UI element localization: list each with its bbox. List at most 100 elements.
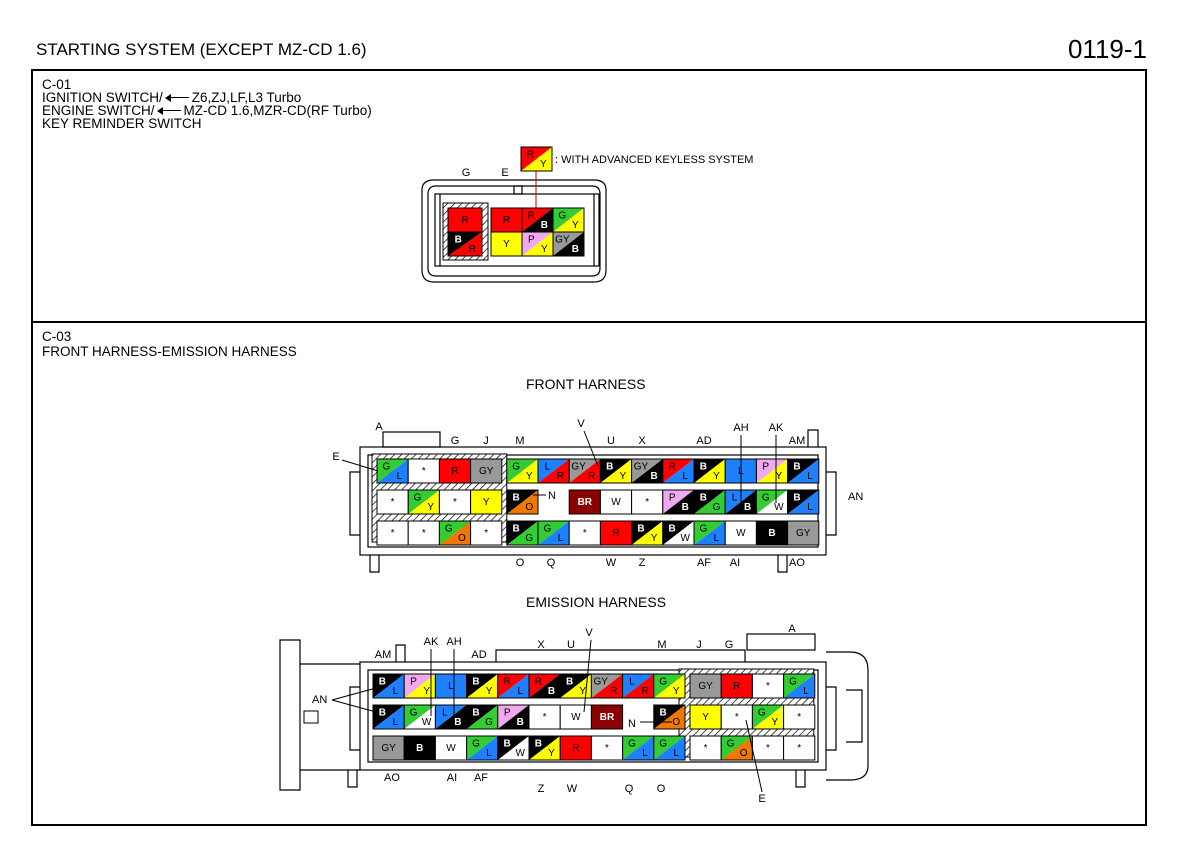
pin-label: U [607,435,615,447]
pin-label: E [332,451,339,463]
wire-color-label: Y [620,471,627,482]
pin-label: Z [639,557,646,569]
wire-color-label: Y [772,717,779,728]
pin-label: A [788,623,796,635]
pin-label: AM [375,649,392,661]
wire-color-label: L [673,748,679,759]
wire-color-label: B [650,471,657,482]
pin-label: AF [697,557,711,569]
wire-color-label: W [422,717,432,728]
terminal-cell: PY [521,231,554,257]
wire-color-label: L [682,471,688,482]
pin-label: V [577,418,585,430]
wire-color-label: Y [579,686,586,697]
wire-color-label: B [566,676,573,687]
wire-color-label: B [416,743,423,754]
wire-color-label: W [446,743,456,754]
wire-color-label: B [454,717,461,728]
pin-label: Z [538,783,545,795]
wire-color-label: * [605,743,609,754]
terminal-cell: * [438,489,472,515]
wire-color-label: G [699,523,707,534]
leader-line [331,687,377,701]
wire-color-label: B [541,220,548,231]
wire-color-label: L [486,748,492,759]
wire-color-label: R [612,528,619,539]
terminal-cell: BR [568,489,601,515]
terminal-cell: Y [470,489,503,515]
wire-color-label: G [485,717,493,728]
wire-color-label: GY [479,466,494,477]
wire-color-label: GY [381,743,396,754]
wire-color-label: B [504,738,511,749]
wire-color-label: * [484,528,488,539]
wire-color-label: B [660,707,667,718]
pin-label: X [638,435,646,447]
c01-line-ignition: IGNITION SWITCH/Z6,ZJ,LF,L3 Turbo [42,90,302,105]
wire-color-label: B [793,492,800,503]
pin-label: AI [447,772,457,784]
wire-color-label: R [469,244,476,255]
terminal-cell: R [438,458,472,484]
wire-color-label: * [391,497,395,508]
terminal-cell: GL [693,520,726,546]
keyless-note: : WITH ADVANCED KEYLESS SYSTEM [555,154,754,166]
wire-color-label: R [557,471,564,482]
terminal-cell: BL [787,458,820,484]
terminal-cell: * [568,520,601,546]
wire-color-label: G [762,492,770,503]
wire-color-label: L [629,676,635,687]
pin-label: AM [789,435,806,447]
wire-color-label: Y [673,686,680,697]
wire-color-label: B [700,492,707,503]
terminal-cell: LB [434,704,468,730]
pin-label: W [606,557,617,569]
wire-color-label: R [588,471,595,482]
wire-color-label: B [517,717,524,728]
leader-line [583,639,592,713]
terminal-cell: GYB [631,458,664,484]
wire-color-label: W [571,712,581,723]
emission-harness-heading: EMISSION HARNESS [526,594,667,610]
wire-color-label: * [391,528,395,539]
terminal-cell: BG [693,489,726,515]
terminal-cell: * [470,520,503,546]
wire-color-label: * [422,528,426,539]
pin-label: AI [730,557,740,569]
terminal-cell: GY [751,704,785,730]
terminal-cell: GYR [590,673,624,699]
c01-ignition-engines: Z6,ZJ,LF,L3 Turbo [191,90,302,105]
terminal-cell: Y [490,231,523,257]
wire-color-label: G [543,523,551,534]
wire-color-label: Y [486,686,493,697]
wire-color-label: * [766,743,770,754]
pin-label: AH [733,422,748,434]
wire-color-label: G [789,676,797,687]
terminal-cell: BY [631,520,664,546]
pin-label: AN [848,491,863,503]
terminal-cell: PY [755,458,789,484]
c01-engine-name: ENGINE SWITCH/ [42,103,155,118]
wire-color-label: P [410,676,417,687]
wire-color-label: B [472,707,479,718]
page-code: 0119-1 [1067,34,1147,64]
terminal-cell: W [434,735,468,761]
wire-color-label: Y [427,502,434,513]
wire-color-label: G [472,738,480,749]
pin-label: G [462,167,471,179]
c01-engine-engines: MZ-CD 1.6,MZR-CD(RF Turbo) [183,103,372,118]
pin-label: AH [446,636,461,648]
pin-label: X [537,639,545,651]
terminal-cell: BY [466,673,499,699]
wire-color-label: R [733,681,740,692]
wire-color-label: Y [713,471,720,482]
wire-color-label: B [472,676,479,687]
wire-color-label: L [714,533,720,544]
terminal-cell: GL [466,735,499,761]
wire-color-label: GY [698,681,713,692]
wire-color-label: P [528,234,535,245]
wire-color-label: BR [578,497,593,508]
wire-color-label: Y [572,220,579,231]
leader-line [583,430,599,467]
